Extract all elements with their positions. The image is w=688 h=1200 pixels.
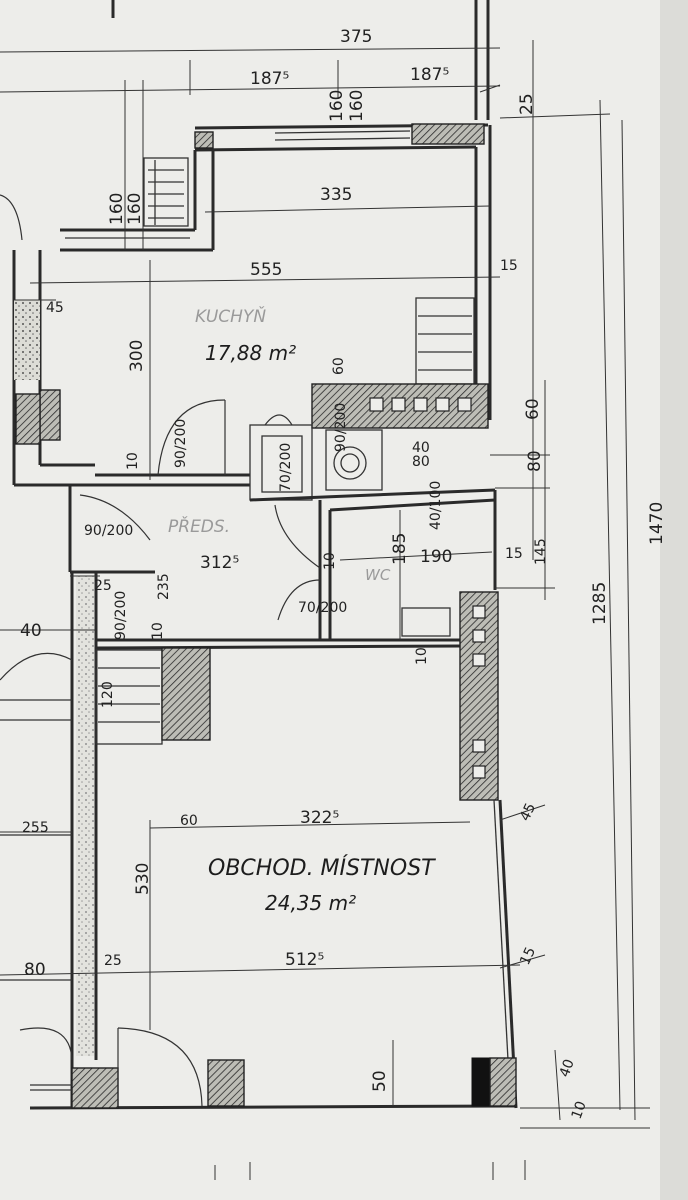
dim-160-top-b: 160	[347, 90, 367, 122]
dim-1470: 1470	[647, 502, 667, 545]
dim-90-200-hall-left: 90/200	[84, 523, 133, 539]
dim-90-200-bath: 90/200	[333, 403, 349, 452]
dim-45-left: 45	[46, 300, 64, 316]
dim-60-kitchen: 60	[331, 357, 347, 375]
kitchen-area: 17,88 m²	[205, 341, 296, 365]
dimension-lines	[0, 40, 650, 1180]
dim-190: 190	[420, 547, 452, 567]
dim-145: 145	[533, 538, 549, 565]
dim-530: 530	[133, 863, 153, 895]
dim-25-top: 25	[517, 93, 537, 115]
dim-80-right: 80	[525, 450, 545, 472]
dim-40-100: 40/100	[428, 481, 444, 530]
dim-312-5: 312⁵	[200, 553, 239, 573]
dim-40-small: 40	[412, 440, 430, 456]
dim-375: 375	[340, 27, 372, 47]
shop-name: OBCHOD. MÍSTNOST	[208, 855, 436, 881]
dim-187-5-right: 187⁵	[410, 65, 449, 85]
dim-40-left: 40	[20, 621, 42, 641]
dim-15-bath: 15	[505, 546, 523, 562]
dim-300: 300	[127, 340, 147, 372]
dim-512-5: 512⁵	[285, 950, 324, 970]
dim-120: 120	[100, 681, 116, 708]
dim-235: 235	[156, 573, 172, 600]
dim-40-bottom: 40	[557, 1057, 578, 1079]
dim-10-bath: 10	[322, 552, 338, 570]
dim-80-small: 80	[412, 454, 430, 470]
dim-255: 255	[22, 820, 49, 836]
dim-10-kitchen: 10	[125, 452, 141, 470]
dim-15-top: 15	[500, 258, 518, 274]
shop-area: 24,35 m²	[265, 891, 356, 915]
walls	[0, 0, 518, 1110]
dim-25-shop: 25	[104, 953, 122, 969]
dim-187-5-left: 187⁵	[250, 69, 289, 89]
dim-322-5: 322⁵	[300, 808, 339, 828]
dim-185: 185	[390, 533, 410, 565]
hall-name: PŘEDS.	[168, 515, 230, 537]
dim-10-sink: 10	[414, 647, 430, 665]
dim-45-shop: 45	[517, 801, 539, 824]
dim-555: 555	[250, 260, 282, 280]
dim-25-hall: 25	[94, 578, 112, 594]
kitchen-name: KUCHYŇ	[195, 305, 266, 327]
dim-160-left-a: 160	[107, 193, 127, 225]
dim-15-shop: 15	[517, 945, 539, 968]
dim-60-right: 60	[523, 398, 543, 420]
dim-90-200-kitchen-door: 90/200	[173, 419, 189, 468]
dim-160-top-a: 160	[327, 90, 347, 122]
dim-70-200-a: 70/200	[278, 443, 294, 492]
dim-10-bottom: 10	[569, 1099, 590, 1121]
dim-160-left-b: 160	[125, 193, 145, 225]
dim-1285: 1285	[590, 582, 610, 625]
bath-name: WC	[365, 566, 391, 584]
dimension-labels: 375 187⁵ 187⁵ 160 160 160 160 25 335 15 …	[20, 27, 667, 1121]
dim-80-left: 80	[24, 960, 46, 980]
dim-70-200-b: 70/200	[298, 600, 347, 616]
doors	[19, 399, 321, 1107]
paper-edge	[660, 0, 688, 1200]
dim-335: 335	[320, 185, 352, 205]
dim-10-shop: 10	[150, 622, 166, 640]
dim-60-shop: 60	[180, 813, 198, 829]
dim-90-200-shop: 90/200	[113, 591, 129, 640]
dim-50: 50	[370, 1070, 390, 1092]
